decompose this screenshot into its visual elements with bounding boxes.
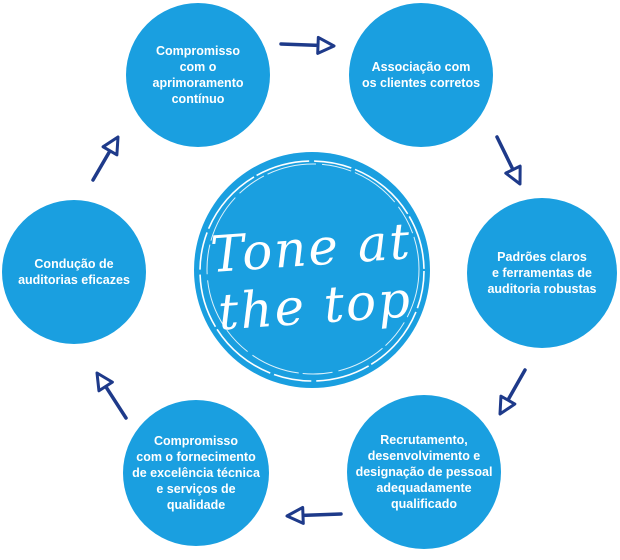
center-circle-sketch-stroke <box>199 160 425 382</box>
open-triangle-arrow-icon <box>498 394 517 416</box>
node-label: Recrutamento, desenvolvimento e designaç… <box>355 433 493 511</box>
center-circle <box>194 152 430 388</box>
center-title: Tone at the top <box>208 212 414 342</box>
node-technical-excellence: Compromisso com o fornecimento de excelê… <box>123 400 269 546</box>
open-triangle-arrow-icon <box>504 164 522 186</box>
node-commitment-improvement: Compromisso com o aprimoramento contínuo <box>126 3 270 147</box>
node-label: Associação com os clientes corretos <box>361 60 481 90</box>
open-triangle-arrow-icon <box>101 135 120 157</box>
node-label: Condução de auditorias eficazes <box>18 257 130 287</box>
flow-arrow-6 <box>91 135 120 182</box>
flow-arrow-3 <box>498 368 527 416</box>
arrow-shaft <box>301 512 343 518</box>
arrow-shaft <box>506 368 527 402</box>
arrow-shaft <box>495 135 515 172</box>
flow-arrow-1 <box>279 35 336 55</box>
arrow-shaft <box>103 384 128 420</box>
flow-arrow-2 <box>495 135 522 186</box>
node-recruitment: Recrutamento, desenvolvimento e designaç… <box>347 395 501 549</box>
node-label: Padrões claros e ferramentas de auditori… <box>487 250 597 296</box>
node-effective-audits: Condução de auditorias eficazes <box>2 200 146 344</box>
arrow-shaft <box>279 42 320 48</box>
open-triangle-arrow-icon <box>316 35 336 55</box>
open-triangle-arrow-icon <box>285 505 305 525</box>
open-triangle-arrow-icon <box>95 371 114 393</box>
arrow-shaft <box>91 149 112 182</box>
node-client-association: Associação com os clientes corretos <box>349 3 493 147</box>
center-circle-sketch-stroke-inner <box>206 163 420 375</box>
node-clear-standards: Padrões claros e ferramentas de auditori… <box>467 198 617 348</box>
node-label: Compromisso com o fornecimento de excelê… <box>132 434 260 512</box>
node-label: Compromisso com o aprimoramento contínuo <box>152 44 244 106</box>
flow-arrow-5 <box>95 371 128 420</box>
flow-arrow-4 <box>285 505 343 525</box>
